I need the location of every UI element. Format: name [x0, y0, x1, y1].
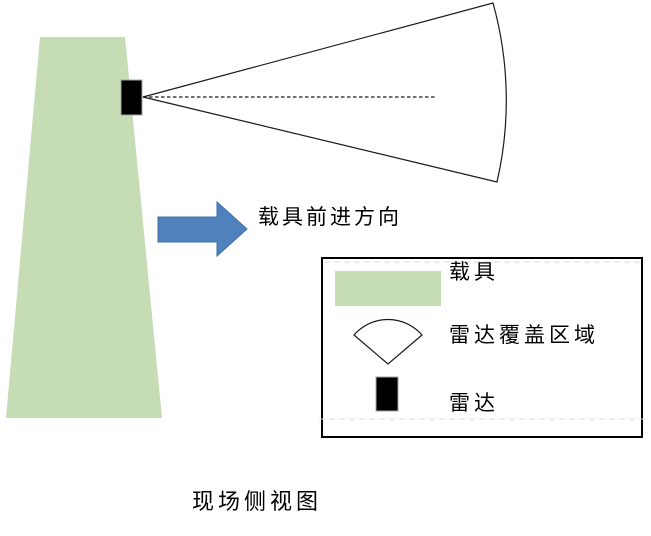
legend-item-radar-coverage-label: 雷达覆盖区域	[449, 323, 599, 347]
diagram-caption: 现场侧视图	[192, 489, 323, 514]
radar-shape	[120, 79, 143, 116]
legend-item-radar-label: 雷达	[449, 391, 499, 415]
vehicle-shape	[6, 37, 162, 418]
legend-radar-icon	[375, 376, 399, 412]
legend-coverage-fan-icon	[353, 318, 423, 365]
forward-direction-label: 载具前进方向	[258, 205, 402, 229]
forward-direction-arrow	[157, 200, 248, 258]
legend-vehicle-swatch	[335, 271, 441, 306]
radar-coverage-fan	[142, 2, 507, 183]
legend-item-vehicle-label: 载具	[449, 260, 499, 284]
